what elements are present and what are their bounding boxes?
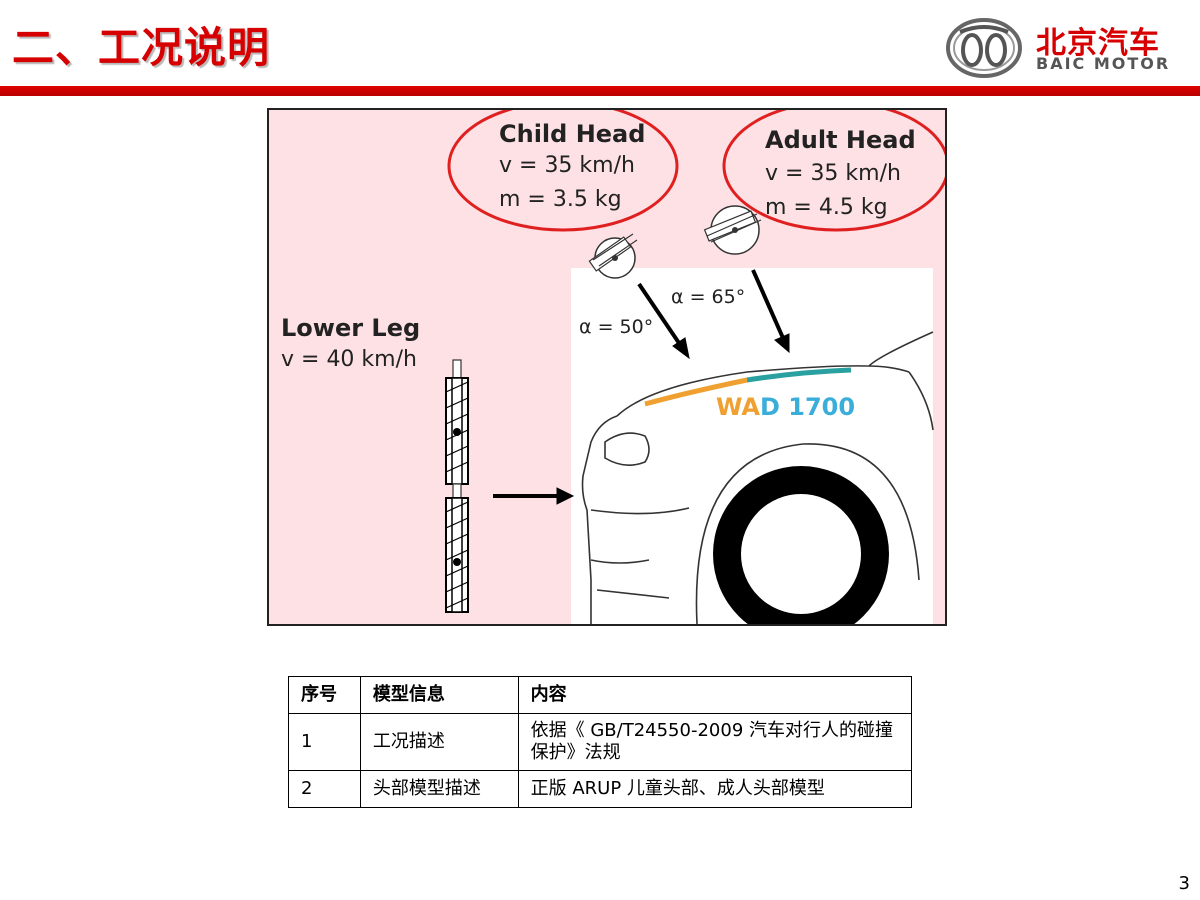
- adult-head-title: Adult Head: [765, 126, 916, 154]
- logo-name-en: BAIC MOTOR: [1036, 54, 1171, 73]
- wad-child-zone: [644, 377, 748, 407]
- car-outline: [581, 331, 934, 624]
- child-head-highlight: [447, 110, 679, 232]
- slide-title: 二、工况说明: [12, 23, 271, 72]
- cell-index: 2: [288, 770, 361, 808]
- adult-head-mass: m = 4.5 kg: [765, 195, 888, 220]
- wad-label-part2: D 1700: [759, 393, 856, 421]
- logo-name-cn: 北京汽车: [1036, 26, 1160, 61]
- table-row: 2 头部模型描述 正版 ARUP 儿童头部、成人头部模型: [288, 770, 913, 808]
- cell-model-info: 头部模型描述: [359, 770, 519, 808]
- wad-label: WAD 1700: [716, 393, 855, 421]
- adult-headform-icon: [703, 205, 762, 255]
- header-content: 内容: [517, 676, 913, 714]
- wad-label-part1: WA: [716, 393, 760, 421]
- child-head-velocity: v = 35 km/h: [499, 153, 635, 178]
- page-number: 3: [1178, 873, 1190, 894]
- impact-arrows: [493, 269, 790, 505]
- cell-index: 1: [288, 713, 361, 771]
- child-headform-icon: [588, 233, 638, 279]
- lower-leg-impactor-icon: [445, 359, 469, 613]
- wad-adult-zone: [746, 367, 852, 383]
- table-header-row: 序号 模型信息 内容: [288, 676, 913, 714]
- child-head-mass: m = 3.5 kg: [499, 187, 622, 212]
- baic-logo: 北京汽车 BAIC MOTOR: [944, 12, 1184, 82]
- header-model-info: 模型信息: [359, 676, 519, 714]
- child-head-title: Child Head: [499, 120, 646, 148]
- adult-impact-angle: α = 65°: [671, 286, 746, 308]
- test-condition-figure: Child Head v = 35 km/h m = 3.5 kg Adult …: [267, 108, 947, 626]
- cell-model-info: 工况描述: [359, 713, 519, 771]
- cell-content: 依据《 GB/T24550-2009 汽车对行人的碰撞保护》法规: [517, 713, 913, 771]
- table-row: 1 工况描述 依据《 GB/T24550-2009 汽车对行人的碰撞保护》法规: [288, 713, 913, 771]
- lower-leg-title: Lower Leg: [281, 314, 421, 342]
- adult-head-velocity: v = 35 km/h: [765, 161, 901, 186]
- lower-leg-velocity: v = 40 km/h: [281, 347, 417, 372]
- impact-diagram: [445, 110, 945, 624]
- header-index: 序号: [288, 676, 361, 714]
- model-info-table: 序号 模型信息 内容 1 工况描述 依据《 GB/T24550-2009 汽车对…: [288, 676, 913, 808]
- adult-head-highlight: [722, 110, 945, 232]
- baic-emblem-icon: [946, 18, 1022, 78]
- car-rim: [741, 494, 861, 614]
- title-divider: [0, 86, 1200, 96]
- cell-content: 正版 ARUP 儿童头部、成人头部模型: [517, 770, 913, 808]
- wheel-arch: [695, 443, 920, 624]
- child-impact-angle: α = 50°: [579, 316, 654, 338]
